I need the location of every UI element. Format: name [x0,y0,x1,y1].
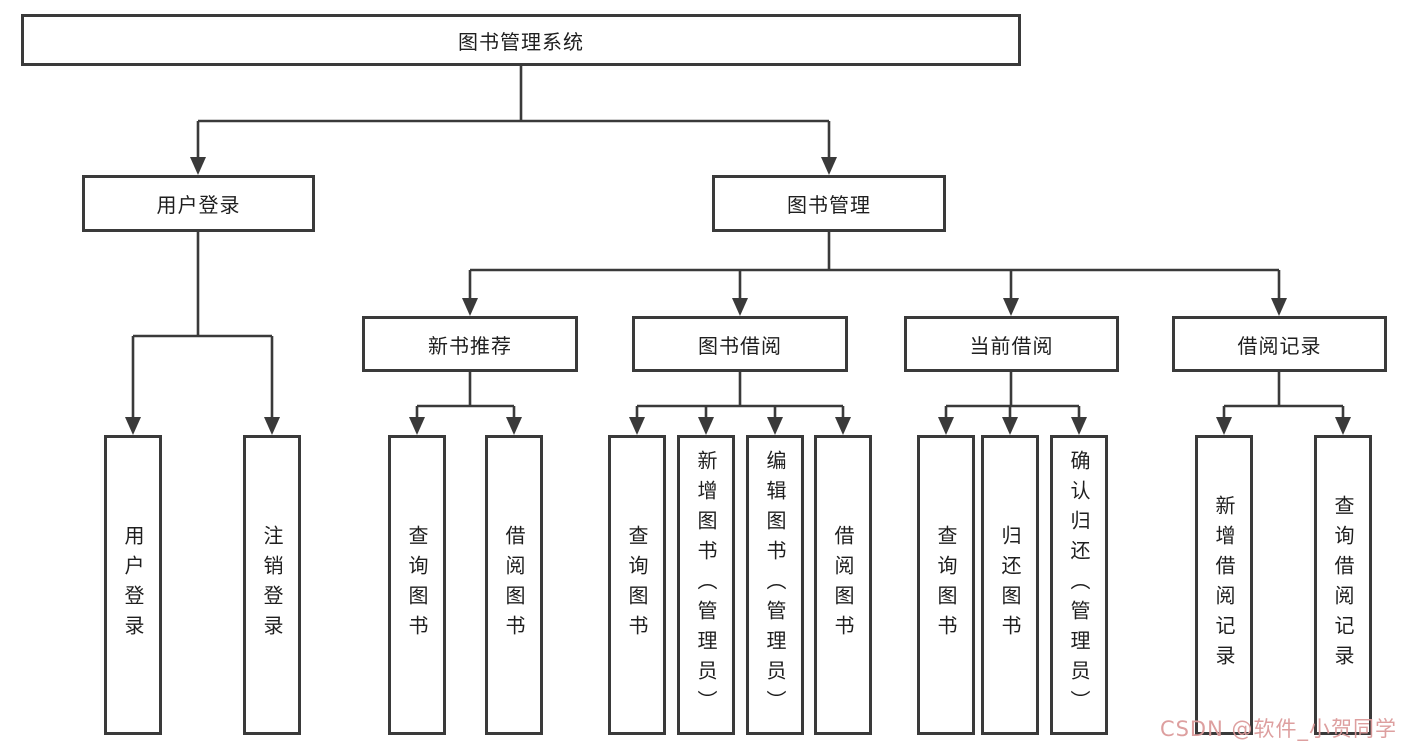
csdn-watermark: CSDN @软件_小贺同学 [1159,717,1397,741]
leaf-label: 注销登录 [260,525,284,645]
leaf-add-borrow-record: 新增借阅记录 [1195,435,1253,735]
node-book-management: 图书管理 [712,175,946,232]
node-root-library-system: 图书管理系统 [21,14,1021,66]
node-current-borrow: 当前借阅 [904,316,1119,372]
leaf-label: 借阅图书 [831,525,855,645]
leaf-label: 归还图书 [998,525,1022,645]
leaf-user-login: 用户登录 [104,435,162,735]
leaf-label: 用户登录 [121,525,145,645]
node-label: 图书借阅 [698,333,782,358]
node-label: 图书管理系统 [458,29,584,54]
leaf-label: 查询图书 [934,525,958,645]
leaf-label: 新增借阅记录 [1212,495,1236,675]
leaf-return-book: 归还图书 [981,435,1039,735]
leaf-label: 查询图书 [625,525,649,645]
node-label: 当前借阅 [969,333,1054,358]
leaf-label: 查询图书 [405,525,429,645]
leaf-borrow-book: 借阅图书 [814,435,872,735]
leaf-label: 新增图书（管理员） [694,450,718,720]
leaf-query-borrow-record: 查询借阅记录 [1314,435,1372,735]
leaf-label: 确认归还（管理员） [1067,450,1091,720]
node-label: 用户登录 [156,193,241,217]
leaf-edit-book-admin: 编辑图书（管理员） [746,435,804,735]
arrowhead-icons [125,157,1351,435]
node-book-borrow: 图书借阅 [632,316,848,372]
leaf-query-book-recommend: 查询图书 [388,435,446,735]
leaf-query-book-current: 查询图书 [917,435,975,735]
leaf-logout: 注销登录 [243,435,301,735]
node-new-book-recommend: 新书推荐 [362,316,578,372]
node-borrow-record: 借阅记录 [1172,316,1387,372]
leaf-confirm-return-admin: 确认归还（管理员） [1050,435,1108,735]
leaf-borrow-book-recommend: 借阅图书 [485,435,543,735]
leaf-label: 编辑图书（管理员） [763,450,787,720]
node-user-login: 用户登录 [82,175,315,232]
node-label: 图书管理 [787,193,871,217]
leaf-label: 查询借阅记录 [1331,495,1355,675]
node-label: 借阅记录 [1237,333,1322,358]
leaf-label: 借阅图书 [502,525,526,645]
node-label: 新书推荐 [428,333,512,358]
leaf-add-book-admin: 新增图书（管理员） [677,435,735,735]
leaf-query-book-borrow: 查询图书 [608,435,666,735]
